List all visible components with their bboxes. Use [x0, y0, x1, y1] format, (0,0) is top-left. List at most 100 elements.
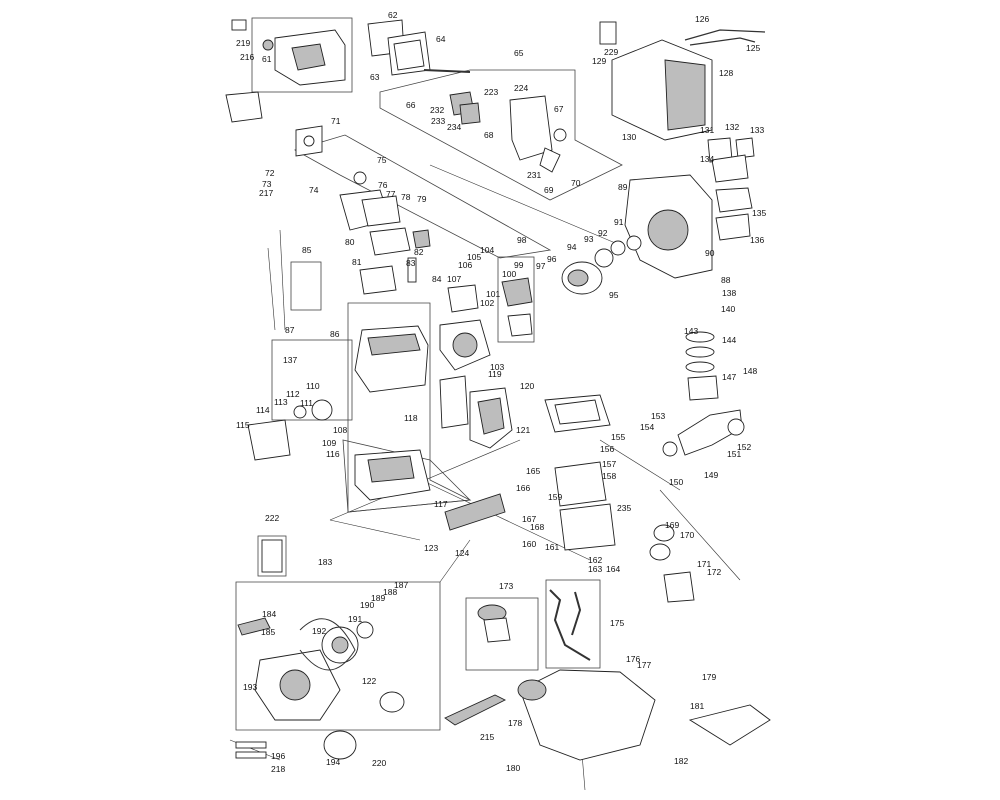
part-number-182: 182: [674, 756, 688, 766]
part-number-144: 144: [722, 335, 736, 345]
part-number-177: 177: [637, 660, 651, 670]
part-number-158: 158: [602, 471, 616, 481]
part-number-80: 80: [345, 237, 355, 247]
part-number-105: 105: [467, 252, 481, 262]
part-number-217: 217: [259, 188, 273, 198]
part-number-122: 122: [362, 676, 376, 686]
part-number-189: 189: [371, 593, 385, 603]
part-number-193: 193: [243, 682, 257, 692]
part-number-109: 109: [322, 438, 336, 448]
part-number-153: 153: [651, 411, 665, 421]
part-number-147: 147: [722, 372, 736, 382]
part-number-77: 77: [386, 189, 396, 199]
part-number-110: 110: [306, 381, 320, 391]
part-number-180: 180: [506, 763, 520, 773]
part-number-176: 176: [626, 654, 640, 664]
part-number-61: 61: [262, 54, 272, 64]
part-number-154: 154: [640, 422, 654, 432]
part-number-222: 222: [265, 513, 279, 523]
part-number-133: 133: [750, 125, 764, 135]
part-number-224: 224: [514, 83, 528, 93]
part-number-178: 178: [508, 718, 522, 728]
part-number-138: 138: [722, 288, 736, 298]
part-number-84: 84: [432, 274, 442, 284]
part-number-218: 218: [271, 764, 285, 774]
part-number-119: 119: [488, 369, 502, 379]
part-number-108: 108: [333, 425, 347, 435]
part-number-114: 114: [256, 405, 270, 415]
part-number-63: 63: [370, 72, 380, 82]
part-number-89: 89: [618, 182, 628, 192]
part-number-130: 130: [622, 132, 636, 142]
part-number-88: 88: [721, 275, 731, 285]
part-number-71: 71: [331, 116, 341, 126]
part-number-135: 135: [752, 208, 766, 218]
part-number-187: 187: [394, 580, 408, 590]
part-number-190: 190: [360, 600, 374, 610]
part-number-98: 98: [517, 235, 527, 245]
part-number-168: 168: [530, 522, 544, 532]
part-number-143: 143: [684, 326, 698, 336]
part-number-121: 121: [516, 425, 530, 435]
part-number-161: 161: [545, 542, 559, 552]
part-number-149: 149: [704, 470, 718, 480]
part-number-65: 65: [514, 48, 524, 58]
part-number-223: 223: [484, 87, 498, 97]
part-number-148: 148: [743, 366, 757, 376]
part-number-111: 111: [300, 398, 313, 408]
part-number-79: 79: [417, 194, 427, 204]
part-number-91: 91: [614, 217, 624, 227]
part-number-216: 216: [240, 52, 254, 62]
part-number-116: 116: [326, 449, 340, 459]
part-number-72: 72: [265, 168, 275, 178]
part-number-87: 87: [285, 325, 295, 335]
part-number-231: 231: [527, 170, 541, 180]
part-number-73: 73: [262, 179, 272, 189]
part-number-112: 112: [286, 389, 300, 399]
part-number-192: 192: [312, 626, 326, 636]
part-number-83: 83: [406, 258, 416, 268]
part-number-234: 234: [447, 122, 461, 132]
part-number-76: 76: [378, 180, 388, 190]
part-number-170: 170: [680, 530, 694, 540]
part-number-78: 78: [401, 192, 411, 202]
part-number-118: 118: [404, 413, 418, 423]
part-number-69: 69: [544, 185, 554, 195]
part-number-81: 81: [352, 257, 362, 267]
part-number-219: 219: [236, 38, 250, 48]
part-number-159: 159: [548, 492, 562, 502]
part-number-185: 185: [261, 627, 275, 637]
part-number-166: 166: [516, 483, 530, 493]
part-number-94: 94: [567, 242, 577, 252]
part-number-220: 220: [372, 758, 386, 768]
part-number-165: 165: [526, 466, 540, 476]
part-number-131: 131: [700, 125, 714, 135]
part-number-184: 184: [262, 609, 276, 619]
part-number-104: 104: [480, 245, 494, 255]
part-number-136: 136: [750, 235, 764, 245]
part-number-99: 99: [514, 260, 524, 270]
part-number-115: 115: [236, 420, 250, 430]
parts: [225, 19, 771, 761]
part-number-66: 66: [406, 100, 416, 110]
part-number-67: 67: [554, 104, 564, 114]
part-number-171: 171: [697, 559, 711, 569]
part-number-137: 137: [283, 355, 297, 365]
part-number-102: 102: [480, 298, 494, 308]
part-number-93: 93: [584, 234, 594, 244]
part-number-96: 96: [547, 254, 557, 264]
part-number-123: 123: [424, 543, 438, 553]
part-number-92: 92: [598, 228, 608, 238]
part-number-100: 100: [502, 269, 516, 279]
part-number-152: 152: [737, 442, 751, 452]
part-number-75: 75: [377, 155, 387, 165]
part-number-183: 183: [318, 557, 332, 567]
part-number-68: 68: [484, 130, 494, 140]
part-number-167: 167: [522, 514, 536, 524]
part-number-113: 113: [274, 397, 288, 407]
part-number-233: 233: [431, 116, 445, 126]
part-number-62: 62: [388, 10, 398, 20]
part-number-132: 132: [725, 122, 739, 132]
